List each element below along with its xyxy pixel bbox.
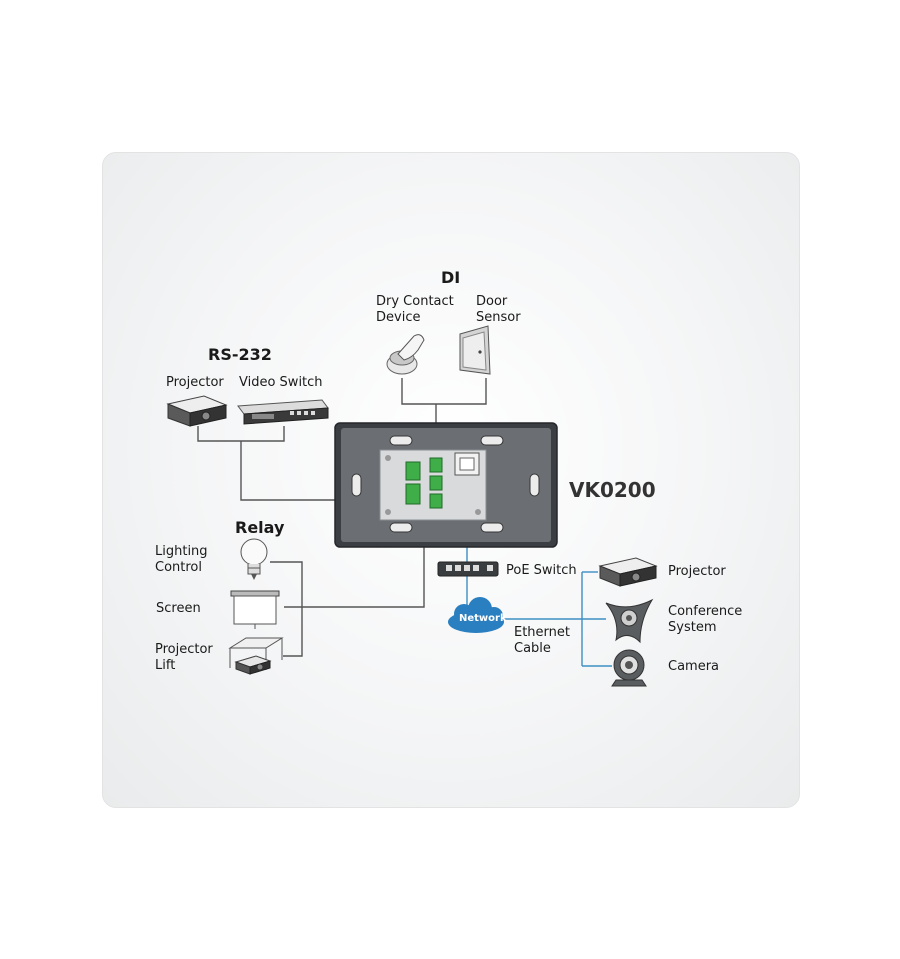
lighting-control-label: Lighting Control	[155, 544, 208, 575]
relay-heading: Relay	[235, 518, 285, 537]
dry-contact-icon	[386, 334, 425, 375]
camera-label: Camera	[668, 659, 720, 674]
projector-rs232-label: Projector	[166, 375, 224, 390]
di-heading: DI	[441, 268, 461, 287]
video-switch-label: Video Switch	[239, 375, 323, 390]
conference-system-label: Conference System	[668, 604, 743, 635]
dry-contact-label: Dry Contact Device	[376, 294, 454, 325]
vk0200-panel	[334, 422, 558, 548]
lightbulb-icon	[240, 538, 268, 580]
door-icon	[459, 325, 491, 375]
camera-icon	[611, 649, 647, 687]
ethernet-cable-label: Ethernet Cable	[514, 625, 570, 656]
network-cloud-icon	[448, 597, 504, 633]
rs232-heading: RS-232	[208, 345, 272, 364]
video-switch-icon	[237, 399, 329, 425]
projector-lift-label: Projector Lift	[155, 642, 213, 673]
door-sensor-label: Door Sensor	[476, 294, 521, 325]
projector-lift-icon	[228, 637, 284, 675]
network-label: Network	[459, 613, 507, 624]
model-name: VK0200	[569, 478, 656, 502]
screen-label: Screen	[156, 601, 201, 616]
poe-switch-icon	[437, 561, 499, 577]
poe-switch-label: PoE Switch	[506, 563, 577, 578]
projector-network-icon	[598, 557, 658, 587]
projector-rs232-icon	[166, 395, 228, 427]
screen-icon	[230, 590, 280, 629]
projector-network-label: Projector	[668, 564, 726, 579]
conference-system-icon	[605, 598, 654, 644]
